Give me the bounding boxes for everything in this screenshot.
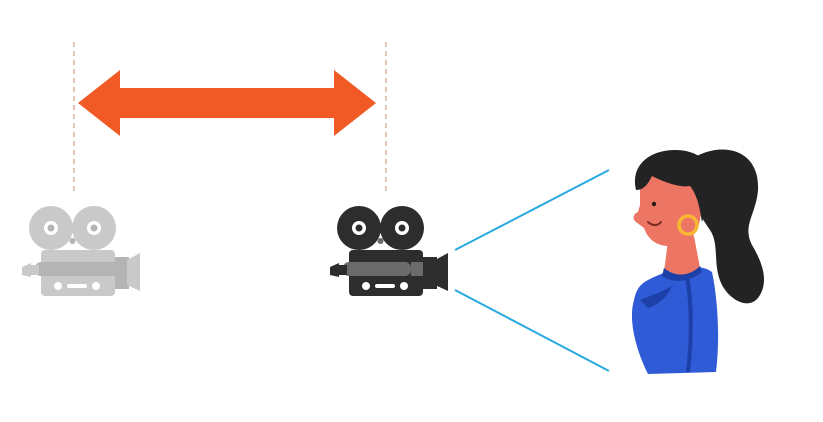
view-line-bottom <box>454 289 610 372</box>
double-headed-arrow-icon <box>78 70 376 136</box>
earring-icon <box>677 214 699 236</box>
woman-portrait-icon <box>631 149 765 374</box>
view-line-top <box>454 169 610 251</box>
movie-camera-active-icon <box>330 206 448 296</box>
movie-camera-faded-icon <box>22 206 140 296</box>
